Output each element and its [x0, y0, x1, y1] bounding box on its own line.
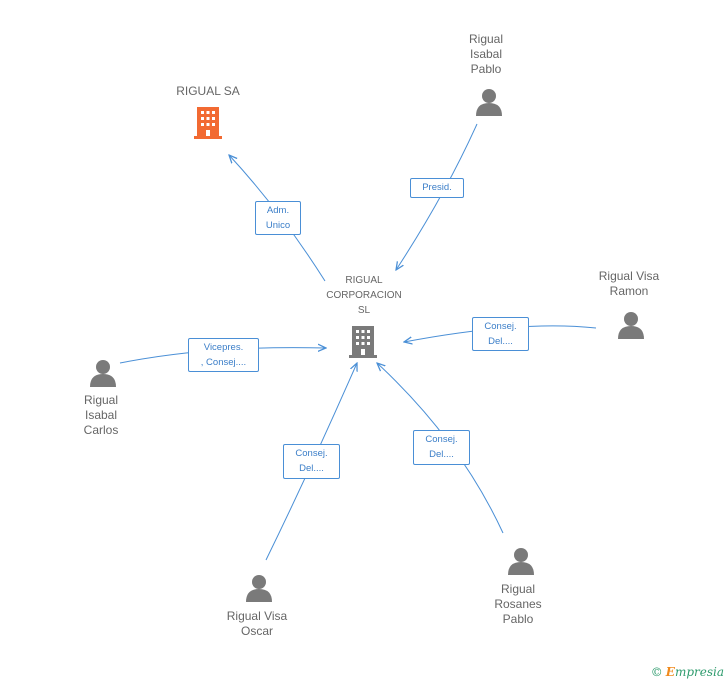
node-label-line: SL [357, 305, 371, 316]
node-label-isabal-carlos[interactable]: Rigual Isabal Carlos [61, 393, 141, 438]
node-label-visa-oscar[interactable]: Rigual Visa Oscar [212, 609, 302, 639]
node-label-line: Rosanes [494, 597, 542, 611]
node-label-line: Rigual [500, 582, 536, 596]
edge-label-vicepres[interactable]: Vicepres. , Consej.... [188, 338, 259, 372]
edge-label-line: Adm. [266, 205, 290, 216]
edge-label-line: Presid. [422, 182, 452, 193]
node-label-line: Rigual [83, 393, 119, 407]
node-label-rigual-sa[interactable]: RIGUAL SA [158, 84, 258, 99]
edge-label-line: , Consej.... [200, 357, 247, 368]
edge-label-consej-ramon[interactable]: Consej. Del.... [472, 317, 529, 351]
edge-label-line: Consej. [425, 434, 458, 445]
edge-label-adm-unico[interactable]: Adm. Unico [255, 201, 301, 235]
building-icon-main[interactable] [349, 326, 377, 358]
person-icon-visa-ramon[interactable] [618, 312, 644, 339]
edge-label-consej-oscar[interactable]: Consej. Del.... [283, 444, 340, 479]
node-label-rosanes-pablo[interactable]: Rigual Rosanes Pablo [478, 582, 558, 627]
node-label-visa-ramon[interactable]: Rigual Visa Ramon [584, 269, 674, 299]
edge-label-line: Consej. [295, 448, 328, 459]
edge-label-consej-rosanes[interactable]: Consej. Del.... [413, 430, 470, 465]
node-label-line: RIGUAL SA [176, 84, 240, 98]
node-label-isabal-pablo[interactable]: Rigual Isabal Pablo [446, 32, 526, 77]
node-label-line: Oscar [240, 624, 273, 638]
node-label-line: Carlos [83, 423, 119, 437]
building-icon-rigual-sa[interactable] [194, 107, 222, 139]
person-icon-isabal-pablo[interactable] [476, 89, 502, 116]
edge-label-line: Vicepres. [203, 342, 244, 353]
edge-label-line: Del.... [488, 336, 513, 347]
brand-name: mpresia [674, 665, 724, 679]
node-label-center[interactable]: RIGUAL CORPORACION SL [314, 273, 414, 318]
person-icon-visa-oscar[interactable] [246, 575, 272, 602]
edge-label-line: Del.... [429, 449, 454, 460]
person-icon-isabal-carlos[interactable] [90, 360, 116, 387]
empresia-watermark: ©Empresia [651, 665, 724, 679]
edge-label-line: Consej. [484, 321, 517, 332]
node-label-line: CORPORACION [326, 290, 402, 301]
node-label-line: RIGUAL [345, 275, 383, 286]
node-label-line: Pablo [470, 62, 502, 76]
node-label-line: Isabal [469, 47, 503, 61]
node-label-line: Rigual Visa [598, 269, 660, 283]
edge-label-line: Del.... [299, 463, 324, 474]
edge-label-line: Unico [265, 220, 291, 231]
node-label-line: Rigual Visa [226, 609, 288, 623]
copyright-symbol: © [650, 665, 663, 679]
node-label-line: Rigual [468, 32, 504, 46]
person-icon-rosanes-pablo[interactable] [508, 548, 534, 575]
node-label-line: Pablo [502, 612, 534, 626]
edge-label-presid[interactable]: Presid. [410, 178, 464, 198]
brand-initial: E [665, 665, 675, 679]
node-label-line: Isabal [84, 408, 118, 422]
node-label-line: Ramon [609, 284, 649, 298]
